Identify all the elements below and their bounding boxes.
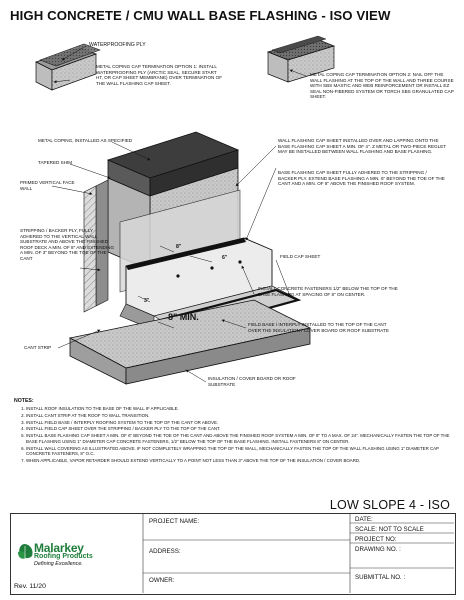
- callout-metal-coping: METAL COPING, INSTALLED AS SPECIFIED: [38, 138, 133, 143]
- project-no-field: PROJECT NO:: [355, 536, 397, 543]
- revision-label: Rev. 11/20: [14, 583, 46, 590]
- note-item: INSTALL CANT STRIP AT THE ROOF TO WALL T…: [26, 413, 454, 419]
- notes-section: NOTES: INSTALL ROOF INSULATION TO THE BA…: [14, 398, 454, 465]
- dimension-8: 8": [176, 244, 182, 250]
- note-item: INSTALL BASE FLASHING CAP SHEET A MIN. O…: [26, 433, 454, 444]
- leader-lines: [51, 45, 307, 383]
- callout-stripping-backer: STRIPPING / BACKER PLY, FULLY ADHERED TO…: [20, 228, 115, 261]
- brand-name: Malarkey: [34, 541, 84, 555]
- drawing-title: HIGH CONCRETE / CMU WALL BASE FLASHING -…: [10, 8, 391, 23]
- callout-tapered-shim: TAPERED SHIM: [38, 160, 73, 165]
- callout-field-base: FIELD BASE / INTERPLY INSTALLED TO THE T…: [248, 322, 389, 333]
- wall-assembly: [68, 131, 312, 385]
- note-item: INSTALL FIELD CAP SHEET OVER THE STRIPPI…: [26, 426, 454, 432]
- malarkey-leaf-icon: [18, 544, 33, 562]
- callout-wall-flashing-cap: WALL FLASHING CAP SHEET INSTALLED OVER A…: [278, 138, 446, 155]
- notes-heading: NOTES:: [14, 398, 34, 404]
- dimension-3: 3": [144, 298, 150, 304]
- callout-base-flashing-cap: BASE FLASHING CAP SHEET FULLY ADHERED TO…: [278, 170, 445, 187]
- drawing-no-field: DRAWING NO. :: [355, 546, 401, 553]
- sheet-title: LOW SLOPE 4 - ISO: [329, 498, 450, 512]
- note-item: INSTALL WALL COVERING AS ILLUSTRATED ABO…: [26, 446, 454, 457]
- callout-coping-option-1: METAL COPING CAP TERMINATION OPTION 1: I…: [96, 64, 223, 86]
- project-name-field: PROJECT NAME:: [149, 518, 200, 525]
- owner-field: OWNER:: [149, 577, 175, 584]
- date-field: DATE:: [355, 516, 373, 523]
- address-field: ADDRESS:: [149, 548, 181, 555]
- callout-insulation: INSULATION / COVER BOARD OR ROOF SUBSTRA…: [208, 376, 296, 387]
- dimension-8-min: 8" MIN.: [168, 312, 199, 322]
- submittal-no-field: SUBMITTAL NO. :: [355, 574, 406, 581]
- callout-cant-strip: CANT STRIP: [24, 345, 52, 350]
- title-block: PROJECT NAME: ADDRESS: OWNER: DATE: SCAL…: [10, 513, 456, 595]
- brand-subtitle: Roofing Products: [34, 553, 93, 560]
- callout-waterproofing-ply: WATERPROOFING PLY: [89, 42, 146, 48]
- scale-field: SCALE: NOT TO SCALE: [355, 526, 424, 533]
- coping-option-2-inset: [266, 35, 336, 83]
- callout-concrete-fasteners: INSTALL CONCRETE FASTENERS 1/2" BELOW TH…: [258, 286, 398, 297]
- dimension-6: 6": [222, 255, 228, 261]
- brand-tagline: Defining Excellence.: [34, 561, 83, 567]
- note-item: WHEN APPLICABLE, VAPOR RETARDER SHOULD E…: [26, 458, 454, 464]
- coping-option-1-inset: [35, 43, 101, 91]
- note-item: INSTALL ROOF INSULATION TO THE BASE OF T…: [26, 406, 454, 412]
- callout-field-cap: FIELD CAP SHEET: [280, 254, 321, 259]
- callout-coping-option-2: METAL COPING CAP TERMINATION OPTION 2: N…: [310, 72, 454, 100]
- title-block-lines: [142, 513, 454, 593]
- note-item: INSTALL FIELD BASE / INTERPLY ROOFING SY…: [26, 420, 454, 426]
- notes-list: INSTALL ROOF INSULATION TO THE BASE OF T…: [14, 406, 454, 463]
- callout-primed-face: PRIMED VERTICAL FACE WALL: [20, 180, 75, 191]
